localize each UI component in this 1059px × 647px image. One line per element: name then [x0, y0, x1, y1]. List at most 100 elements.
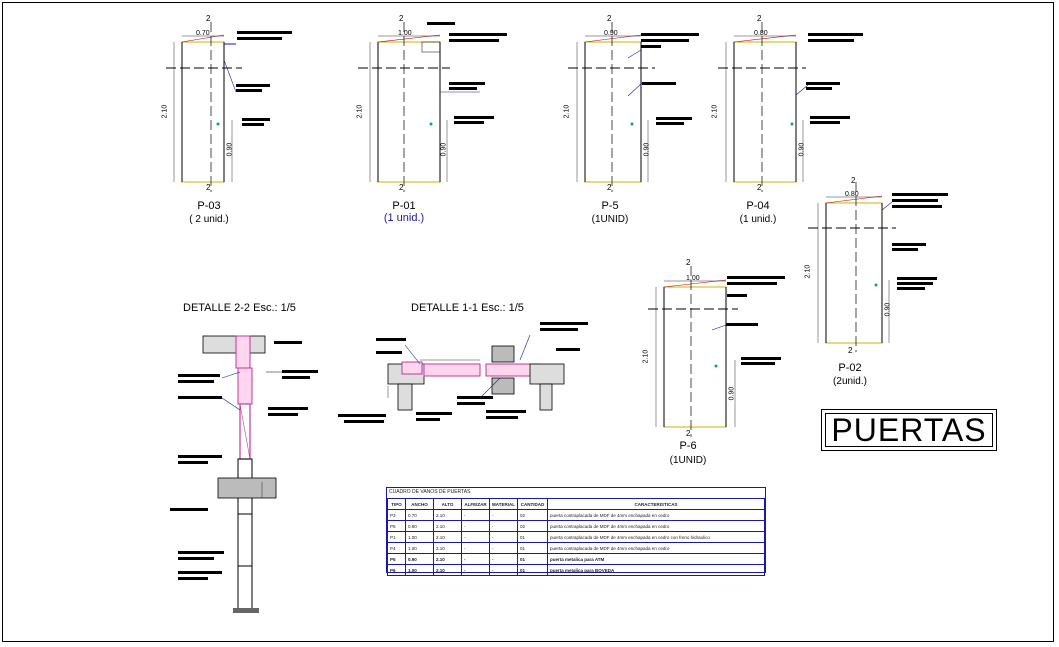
schedule-cell: 2.10 [433, 520, 462, 532]
door-p01-width-dim: 1.00 [398, 30, 412, 37]
schedule-cell: puerta contraplacada de MDF de 4mm encha… [547, 542, 765, 554]
door-p5-elevation [568, 22, 699, 192]
schedule-cell: P5 [387, 520, 406, 532]
door-p03-qty: ( 2 unid.) [189, 214, 229, 225]
detail-1-1-section [338, 322, 588, 423]
door-p03-height-dim: 2.10 [161, 104, 169, 119]
schedule-cell: P5 [387, 553, 406, 565]
schedule-cell: P6 [387, 564, 406, 576]
table-row: P1 1.00 2.10 - - 01 puerta contraplacada… [387, 531, 765, 543]
schedule-cell: puerta contraplacada de MDF de 4mm encha… [547, 520, 765, 532]
door-p02-qty: (2unid.) [833, 376, 867, 387]
schedule-caption: CUADRO DE VANOS DE PUERTAS [389, 489, 471, 495]
door-p04-lower-dim: 0.90 [798, 142, 806, 157]
schedule-cell: puerta metalica para BOVEDA [547, 564, 765, 576]
section-mark: 2 [686, 429, 691, 438]
table-row: P6 1.00 2.10 - - 01 puerta metalica para… [387, 564, 765, 576]
schedule-cell: 01 [517, 564, 548, 576]
table-row: P5 0.90 2.10 - - 02 puerta contraplacada… [387, 520, 765, 532]
schedule-cell: - [461, 553, 490, 565]
schedule-cell: 02 [517, 509, 548, 521]
door-p6-elevation [648, 266, 785, 437]
door-p6-height-dim: 2.10 [642, 349, 650, 364]
schedule-cell: 2.10 [433, 553, 462, 565]
schedule-cell: - [461, 509, 490, 521]
door-p01-elevation [358, 22, 507, 192]
schedule-cell: 0.90 [405, 553, 434, 565]
door-p03-elevation [166, 22, 292, 192]
schedule-cell: puerta contraplacada de MDF de 4mm encha… [547, 509, 765, 521]
section-mark: 2 [686, 258, 691, 267]
schedule-cell: 2.10 [433, 542, 462, 554]
door-p04-width-dim: 0.80 [754, 30, 768, 37]
door-p04-qty: (1 unid.) [739, 214, 777, 225]
schedule-cell: 2.10 [433, 509, 462, 521]
schedule-cell: 1.00 [405, 531, 434, 543]
table-row: P5 0.90 2.10 - - 01 puerta metalica para… [387, 553, 765, 565]
schedule-cell: P1 [387, 531, 406, 543]
door-p04-code: P-04 [746, 200, 770, 212]
door-p03-code: P-03 [197, 200, 221, 212]
schedule-cell: 01 [517, 542, 548, 554]
door-p6-width-dim: 1.00 [686, 275, 700, 282]
door-p6-qty: (1UNID) [669, 455, 707, 466]
schedule-header: CARACTERISTICAS [547, 498, 765, 510]
door-p02-elevation [808, 182, 948, 352]
table-row: P4 1.00 2.10 - - 01 puerta contraplacada… [387, 542, 765, 554]
schedule-cell: 0.70 [405, 509, 434, 521]
schedule-cell: - [461, 564, 490, 576]
schedule-cell: 01 [517, 531, 548, 543]
door-p5-lower-dim: 0.90 [643, 142, 651, 157]
section-mark: 2 [848, 346, 853, 355]
door-p5-height-dim: 2.10 [563, 104, 571, 119]
section-mark: 2 [607, 14, 612, 23]
schedule-cell: - [489, 531, 518, 543]
schedule-cell: 2.10 [433, 564, 462, 576]
schedule-cell: - [489, 542, 518, 554]
schedule-cell: - [461, 531, 490, 543]
schedule-header: ALTO [433, 498, 462, 510]
detail-1-1-title: DETALLE 1-1 Esc.: 1/5 [411, 302, 524, 314]
door-p03-lower-dim: 0.90 [226, 142, 234, 157]
door-p6-code: P-6 [679, 440, 697, 452]
schedule-cell: - [489, 564, 518, 576]
section-mark: 2 [399, 14, 404, 23]
section-mark: 2 [851, 176, 856, 185]
schedule-cell: P4 [387, 542, 406, 554]
schedule-cell: 1.00 [405, 564, 434, 576]
schedule-cell: - [489, 553, 518, 565]
door-schedule-table: CUADRO DE VANOS DE PUERTAS TIPO ANCHO AL… [386, 487, 766, 576]
schedule-header: ALFEIZAR [461, 498, 490, 510]
section-mark: 2 [399, 183, 404, 192]
schedule-cell: puerta metalica para ATM [547, 553, 765, 565]
schedule-cell: - [461, 520, 490, 532]
schedule-header: TIPO [387, 498, 406, 510]
door-p5-code: P-5 [601, 200, 619, 212]
door-p01-height-dim: 2.10 [356, 104, 364, 119]
schedule-header-row: TIPO ANCHO ALTO ALFEIZAR MATERIAL CANTID… [387, 498, 765, 510]
section-mark: 2 [757, 14, 762, 23]
section-mark: 2 [757, 183, 762, 192]
schedule-cell: - [461, 542, 490, 554]
schedule-grid: TIPO ANCHO ALTO ALFEIZAR MATERIAL CANTID… [387, 498, 765, 576]
section-mark: 2 [206, 183, 211, 192]
schedule-cell: puerta contraplacada de MDF de 4mm encha… [547, 531, 765, 543]
schedule-cell: - [489, 509, 518, 521]
schedule-cell: 02 [517, 520, 548, 532]
door-p01-lower-dim: 0.90 [440, 142, 448, 157]
schedule-cell: 0.90 [405, 520, 434, 532]
schedule-header: ANCHO [405, 498, 434, 510]
table-row: P3 0.70 2.10 - - 02 puerta contraplacada… [387, 509, 765, 521]
door-p04-height-dim: 2.10 [711, 104, 719, 119]
door-p01-qty: (1 unid.) [383, 212, 425, 224]
section-mark: 2 [607, 183, 612, 192]
door-p03-width-dim: 0.70 [196, 30, 210, 37]
section-mark: 2 [206, 14, 211, 23]
door-p02-width-dim: 0.80 [845, 191, 859, 198]
schedule-cell: 2.10 [433, 531, 462, 543]
door-p02-height-dim: 2.10 [804, 264, 812, 279]
page-title: PUERTAS [825, 412, 993, 448]
